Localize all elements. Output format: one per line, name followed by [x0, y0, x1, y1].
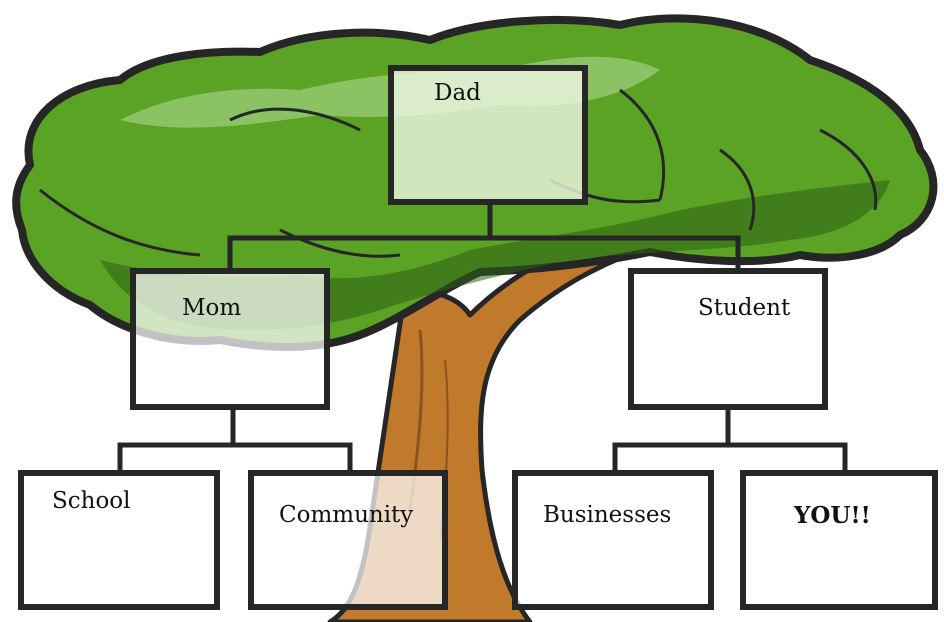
- node-businesses: [512, 470, 714, 610]
- node-school: [18, 470, 220, 610]
- node-dad: [388, 65, 588, 205]
- node-student: [628, 268, 828, 410]
- node-dad-label: Dad: [434, 80, 481, 106]
- node-businesses-label: Businesses: [543, 502, 672, 528]
- node-school-label: School: [52, 488, 131, 514]
- node-mom-label: Mom: [182, 295, 242, 321]
- node-you-label: YOU!!: [794, 502, 871, 529]
- node-community: [248, 470, 448, 610]
- connector-lines: [117, 200, 848, 475]
- node-you: [740, 470, 938, 610]
- node-mom: [130, 268, 330, 410]
- node-community-label: Community: [279, 502, 414, 528]
- node-student-label: Student: [698, 295, 791, 321]
